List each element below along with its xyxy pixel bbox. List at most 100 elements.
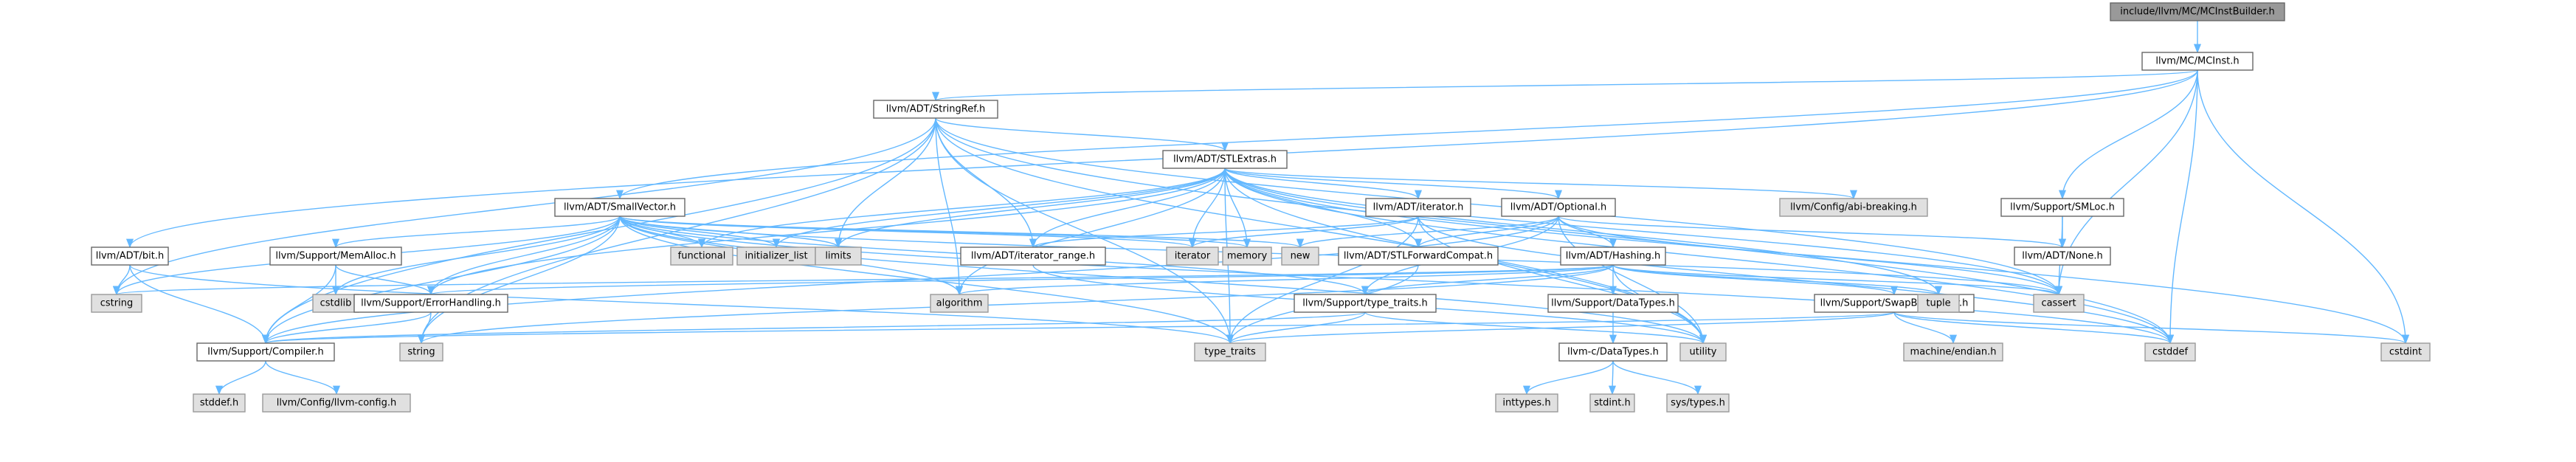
node-label-iterator_range: llvm/ADT/iterator_range.h — [971, 251, 1095, 262]
edge-stringref-to-limits — [834, 117, 936, 249]
node-label-tuple: tuple — [1926, 298, 1950, 309]
node-optional[interactable]: llvm/ADT/Optional.h — [1501, 198, 1616, 217]
node-label-none: llvm/ADT/None.h — [2022, 251, 2102, 262]
node-string: string — [399, 342, 443, 362]
edge-errorhandling-to-compiler — [262, 311, 432, 345]
edge-compiler-to-llvmconfig — [265, 360, 340, 396]
node-iterator_h[interactable]: llvm/ADT/iterator.h — [1365, 198, 1471, 217]
node-cstring: cstring — [91, 294, 142, 313]
edge-iterator_h-to-iterator_std — [1189, 216, 1419, 249]
node-box-smloc — [2000, 198, 2124, 217]
edge-iterator_h-to-cstddef — [1418, 216, 2174, 345]
node-label-compiler: llvm/Support/Compiler.h — [207, 347, 323, 358]
node-hashing[interactable]: llvm/ADT/Hashing.h — [1560, 246, 1666, 266]
node-utility: utility — [1679, 342, 1727, 362]
node-smloc[interactable]: llvm/Support/SMLoc.h — [2000, 198, 2124, 217]
node-iterator_range[interactable]: llvm/ADT/iterator_range.h — [960, 246, 1106, 266]
edge-stringref-to-stlextras — [935, 117, 1229, 152]
node-label-optional: llvm/ADT/Optional.h — [1510, 202, 1607, 213]
node-label-type_traits_h: llvm/Support/type_traits.h — [1302, 298, 1428, 309]
node-none[interactable]: llvm/ADT/None.h — [2014, 246, 2111, 266]
edge-swapbyteorder-to-cstdint — [1893, 311, 2409, 345]
node-box-cassert — [2033, 294, 2085, 313]
edge-memalloc-to-compiler — [261, 264, 336, 345]
node-box-systypes — [1666, 393, 1730, 413]
edge-mcinst-to-smloc — [2058, 69, 2198, 200]
node-errorhandling[interactable]: llvm/Support/ErrorHandling.h — [353, 294, 508, 313]
edge-stlextras-to-tuple — [1224, 168, 1942, 296]
node-box-limits — [815, 246, 862, 266]
node-box-iterator_h — [1365, 198, 1471, 217]
node-stddef: stddef.h — [193, 393, 246, 413]
node-box-type_traits_h — [1294, 294, 1437, 313]
node-datatypes[interactable]: llvm/Support/DataTypes.h — [1547, 294, 1679, 313]
node-initializer_list: initializer_list — [736, 246, 816, 266]
node-box-stdint — [1589, 393, 1635, 413]
node-label-memalloc: llvm/Support/MemAlloc.h — [275, 251, 396, 262]
node-box-stlextras — [1162, 150, 1288, 169]
node-box-functional — [670, 246, 733, 266]
edge-stringref-to-algorithm — [935, 117, 964, 296]
edge-swapbyteorder-to-machine_endian — [1893, 311, 1957, 345]
node-label-utility: utility — [1690, 347, 1717, 358]
edge-smallvector-to-cstdlib — [332, 216, 621, 296]
node-box-algorithm — [930, 294, 989, 313]
edge-optional-to-cassert — [1558, 216, 2062, 296]
node-label-cstdint: cstdint — [2389, 347, 2422, 358]
edge-cdatatypes-to-systypes — [1612, 360, 1702, 396]
node-box-llvmconfig — [262, 393, 411, 413]
node-stlextras[interactable]: llvm/ADT/STLExtras.h — [1162, 150, 1288, 169]
node-root[interactable]: include/llvm/MC/MCInstBuilder.h — [2110, 2, 2285, 21]
edge-type_traits_h-to-type_traits — [1226, 311, 1366, 345]
node-machine_endian: machine/endian.h — [1903, 342, 2003, 362]
node-label-smloc: llvm/Support/SMLoc.h — [2010, 202, 2115, 213]
node-label-type_traits: type_traits — [1204, 347, 1256, 358]
node-label-mcinst: llvm/MC/MCInst.h — [2155, 56, 2239, 67]
node-memalloc[interactable]: llvm/Support/MemAlloc.h — [269, 246, 402, 266]
node-compiler[interactable]: llvm/Support/Compiler.h — [196, 342, 335, 362]
edge-mcinst-to-cstddef — [2166, 69, 2198, 345]
node-label-stdint: stdint.h — [1594, 398, 1630, 409]
node-box-string — [399, 342, 443, 362]
node-memory: memory — [1222, 246, 1272, 266]
node-box-tuple — [1917, 294, 1960, 313]
node-label-errorhandling: llvm/Support/ErrorHandling.h — [361, 298, 501, 309]
edges-layer — [112, 20, 2410, 396]
node-bit[interactable]: llvm/ADT/bit.h — [91, 246, 169, 266]
node-box-machine_endian — [1903, 342, 2003, 362]
edge-optional-to-stlforward — [1415, 216, 1559, 249]
edge-stringref-to-cstring — [113, 117, 936, 296]
edge-optional-to-utility — [1558, 216, 1707, 345]
node-label-stringref: llvm/ADT/StringRef.h — [886, 104, 985, 115]
node-label-bit: llvm/ADT/bit.h — [96, 251, 165, 262]
edge-smallvector-to-errorhandling — [427, 216, 621, 296]
node-box-utility — [1679, 342, 1727, 362]
edge-cdatatypes-to-inttypes — [1523, 360, 1614, 396]
node-stringref[interactable]: llvm/ADT/StringRef.h — [873, 100, 998, 119]
edge-swapbyteorder-to-compiler — [263, 311, 1895, 345]
node-label-systypes: sys/types.h — [1671, 398, 1725, 409]
node-box-root — [2110, 2, 2285, 21]
node-label-abibreaking: llvm/Config/abi-breaking.h — [1790, 202, 1917, 213]
edge-hashing-to-algorithm — [956, 264, 1614, 296]
node-stlforward[interactable]: llvm/ADT/STLForwardCompat.h — [1338, 246, 1499, 266]
node-label-functional: functional — [678, 251, 726, 262]
edge-hashing-to-cstring — [114, 264, 1614, 296]
edge-smallvector-to-string — [417, 216, 621, 345]
node-cstddef: cstddef — [2144, 342, 2196, 362]
node-box-datatypes — [1547, 294, 1679, 313]
edge-mcinst-to-stringref — [933, 69, 2198, 102]
node-iterator_std: iterator — [1166, 246, 1219, 266]
node-smallvector[interactable]: llvm/ADT/SmallVector.h — [554, 198, 686, 217]
node-box-cstring — [91, 294, 142, 313]
node-box-smallvector — [554, 198, 686, 217]
node-stdint: stdint.h — [1589, 393, 1635, 413]
node-mcinst[interactable]: llvm/MC/MCInst.h — [2141, 52, 2254, 71]
edge-compiler-to-stddef — [215, 360, 266, 396]
edge-stlextras-to-errorhandling — [427, 168, 1226, 296]
node-new: new — [1281, 246, 1319, 266]
node-label-smallvector: llvm/ADT/SmallVector.h — [564, 202, 676, 213]
node-type_traits_h[interactable]: llvm/Support/type_traits.h — [1294, 294, 1437, 313]
edge-smallvector-to-limits — [619, 216, 842, 249]
node-cdatatypes[interactable]: llvm-c/DataTypes.h — [1558, 342, 1668, 362]
